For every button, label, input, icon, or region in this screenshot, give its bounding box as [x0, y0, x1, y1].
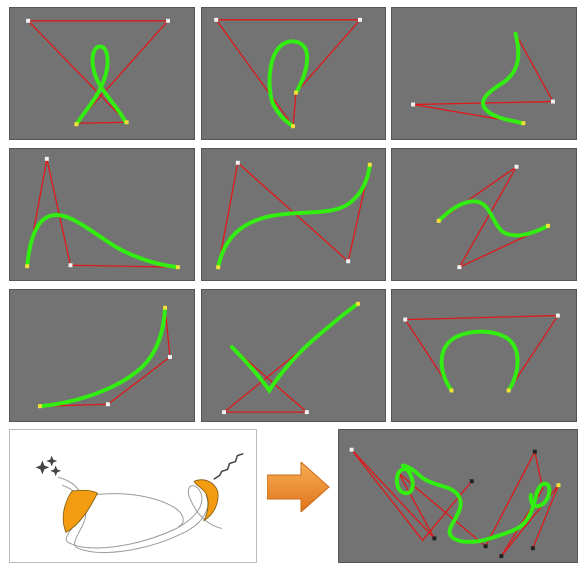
endpoint-marker	[546, 223, 550, 228]
control-point	[555, 313, 560, 318]
ribbon-twist-left	[62, 489, 99, 534]
panel-10-plot	[349, 447, 561, 559]
curve-panel-ribbon-result	[338, 429, 578, 563]
endpoint-marker	[216, 265, 221, 270]
sparkle-icon	[35, 455, 62, 477]
curve-panel-s-shape	[391, 7, 577, 140]
endpoint-marker	[521, 121, 526, 126]
control-point	[411, 102, 416, 107]
panel-5-plot	[216, 160, 372, 270]
control-point	[432, 536, 437, 541]
endpoint-marker	[436, 218, 441, 223]
zigzag-tail-icon	[213, 452, 244, 480]
control-polygon	[222, 303, 359, 413]
panel-4-plot	[25, 156, 180, 270]
panel-2-plot	[214, 17, 362, 129]
control-point	[105, 402, 110, 407]
control-polygon	[351, 449, 473, 542]
bezier-curve	[394, 463, 552, 544]
control-polygon	[26, 158, 178, 268]
bezier-curve	[25, 213, 180, 270]
control-point	[532, 449, 537, 454]
endpoint-marker	[356, 301, 360, 306]
control-point	[403, 317, 408, 322]
control-point	[457, 265, 462, 270]
control-point	[222, 410, 227, 415]
bezier-curve	[37, 305, 168, 409]
curve-panel-hook	[201, 7, 386, 140]
endpoint-marker	[367, 162, 372, 167]
bezier-curve	[216, 162, 372, 270]
curve-panel-peak	[9, 148, 195, 281]
control-point	[530, 546, 535, 551]
control-point	[556, 483, 561, 488]
bezier-curve	[229, 301, 360, 395]
control-point	[167, 355, 172, 359]
control-point	[214, 17, 219, 22]
curve-panel-cubic	[201, 148, 386, 281]
endpoint-marker	[293, 90, 298, 95]
right-arrow-icon	[267, 462, 330, 512]
endpoint-marker	[449, 388, 454, 393]
curve-panel-wave	[391, 148, 577, 281]
curve-panel-sweep	[9, 289, 195, 422]
curve-panel-arch	[391, 289, 577, 422]
bezier-curve	[481, 31, 526, 126]
control-polygon	[27, 20, 170, 124]
control-point	[44, 156, 49, 161]
panel-9-plot	[403, 313, 560, 393]
ribbon-outline	[69, 493, 184, 528]
panel-8-plot	[222, 301, 360, 415]
control-point	[483, 544, 488, 549]
control-point	[26, 18, 31, 23]
control-point	[358, 17, 362, 22]
control-polygon	[404, 314, 560, 391]
control-point	[304, 410, 309, 415]
control-polygon	[39, 307, 171, 407]
ribbon-sketch	[35, 452, 244, 553]
ribbon-twist-right	[193, 479, 219, 522]
panel-3-plot	[411, 31, 555, 126]
control-polygon	[412, 33, 555, 124]
control-point	[514, 164, 519, 169]
curve-panel-check	[201, 289, 386, 422]
control-point	[499, 554, 504, 559]
panel-1-plot	[26, 18, 170, 127]
control-point	[469, 479, 474, 484]
bezier-curve	[74, 44, 128, 127]
bezier-curve	[267, 39, 310, 129]
curve-panel-loop	[9, 7, 195, 140]
endpoint-marker	[163, 305, 168, 310]
ribbon-sketch-panel	[9, 429, 257, 563]
endpoint-marker	[506, 388, 511, 393]
endpoint-marker	[74, 122, 79, 127]
endpoint-marker	[124, 120, 129, 125]
bezier-curve	[436, 199, 550, 238]
control-point	[550, 99, 555, 104]
control-point	[349, 447, 354, 452]
control-point	[346, 259, 351, 264]
panel-6-plot	[436, 164, 550, 270]
control-point	[235, 160, 240, 165]
control-polygon	[438, 166, 549, 269]
endpoint-marker	[291, 124, 295, 129]
control-point	[68, 263, 73, 268]
control-point	[166, 18, 170, 23]
endpoint-marker	[25, 264, 30, 269]
panel-7-plot	[37, 305, 172, 409]
bezier-curve	[439, 329, 520, 393]
endpoint-marker	[37, 404, 42, 409]
endpoint-marker	[175, 265, 180, 270]
control-polygon	[215, 19, 362, 128]
